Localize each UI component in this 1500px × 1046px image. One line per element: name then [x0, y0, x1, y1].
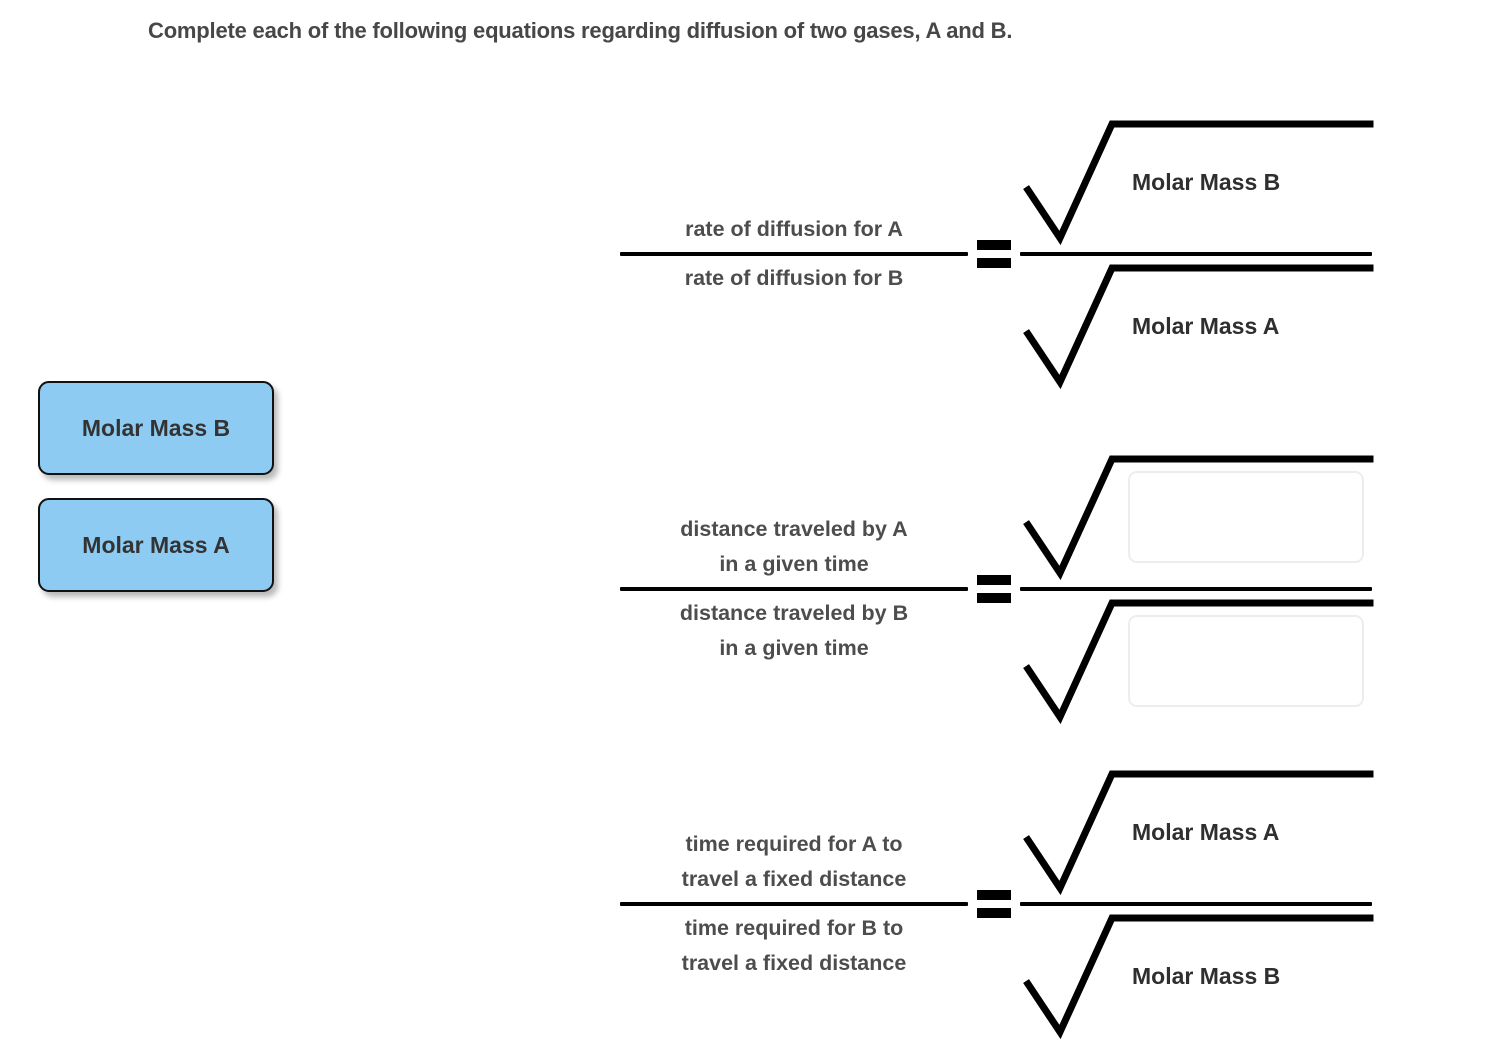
equation-time-required: time required for A to travel a fixed di… — [620, 762, 1374, 1046]
equals-bar-top — [977, 240, 1011, 250]
equals-bar-bottom — [977, 593, 1011, 603]
equation-2-denominator-radical — [1020, 591, 1374, 731]
equation-3-denominator-radicand: Molar Mass B — [1132, 962, 1281, 989]
equation-1-right-fraction-bar — [1020, 252, 1372, 256]
equation-distance-traveled: distance traveled by A in a given time d… — [620, 447, 1374, 731]
radical-sign-icon — [1023, 599, 1374, 725]
equation-2-right-fraction — [1020, 447, 1374, 731]
equation-1-numerator-radicand: Molar Mass B — [1132, 168, 1281, 195]
equation-1-numerator-radical: Molar Mass B — [1020, 112, 1374, 252]
equation-3-denominator-label: time required for B to travel a fixed di… — [681, 916, 907, 975]
equation-1-equals-sign — [968, 240, 1020, 268]
equation-2-denominator-dropzone[interactable] — [1128, 615, 1364, 707]
equation-2-numerator-radical — [1020, 447, 1374, 587]
equation-3-numerator-slot[interactable]: Molar Mass A — [1128, 762, 1368, 902]
equals-bar-top — [977, 890, 1011, 900]
radical-sign-icon — [1023, 264, 1374, 390]
equation-1-numerator-label: rate of diffusion for A — [685, 217, 903, 242]
equation-1-numerator-slot[interactable]: Molar Mass B — [1128, 112, 1368, 252]
draggable-tile-molar-mass-a[interactable]: Molar Mass A — [38, 498, 274, 592]
equation-1-left-fraction-bar — [620, 252, 968, 256]
equation-3-denominator-slot[interactable]: Molar Mass B — [1128, 906, 1368, 1046]
equation-2-equals-sign — [968, 575, 1020, 603]
radical-sign-icon — [1023, 770, 1374, 896]
equation-2-left-fraction-bar — [620, 587, 968, 591]
equation-3-denominator-radical: Molar Mass B — [1020, 906, 1374, 1046]
equation-rate-of-diffusion: rate of diffusion for A rate of diffusio… — [620, 112, 1374, 396]
equation-2-denominator-label: distance traveled by B in a given time — [679, 601, 909, 660]
equation-1-right-fraction: Molar Mass B Molar Mass A — [1020, 112, 1374, 396]
equation-3-right-fraction-bar — [1020, 902, 1372, 906]
equation-3-equals-sign — [968, 890, 1020, 918]
equation-1-denominator-radicand: Molar Mass A — [1132, 312, 1280, 339]
answer-tile-tray: Molar Mass B Molar Mass A — [38, 381, 278, 615]
equation-3-left-fraction: time required for A to travel a fixed di… — [620, 827, 968, 980]
equation-2-denominator-slot[interactable] — [1128, 591, 1368, 731]
draggable-tile-molar-mass-b[interactable]: Molar Mass B — [38, 381, 274, 475]
equation-2-numerator-slot[interactable] — [1128, 447, 1368, 587]
equation-2-right-fraction-bar — [1020, 587, 1372, 591]
equation-1-left-fraction: rate of diffusion for A rate of diffusio… — [620, 212, 968, 296]
equals-bar-bottom — [977, 908, 1011, 918]
equation-3-numerator-radical: Molar Mass A — [1020, 762, 1374, 902]
equals-bar-bottom — [977, 258, 1011, 268]
equation-3-right-fraction: Molar Mass A Molar Mass B — [1020, 762, 1374, 1046]
equation-1-denominator-radical: Molar Mass A — [1020, 256, 1374, 396]
equation-2-numerator-dropzone[interactable] — [1128, 471, 1364, 563]
equals-bar-top — [977, 575, 1011, 585]
equation-2-numerator-label: distance traveled by A in a given time — [680, 517, 908, 577]
equation-3-left-fraction-bar — [620, 902, 968, 906]
radical-sign-icon — [1023, 455, 1374, 581]
radical-sign-icon — [1023, 120, 1374, 246]
equation-3-numerator-radicand: Molar Mass A — [1132, 818, 1280, 845]
equation-2-left-fraction: distance traveled by A in a given time d… — [620, 512, 968, 665]
equation-1-denominator-slot[interactable]: Molar Mass A — [1128, 256, 1368, 396]
radical-sign-icon — [1023, 914, 1374, 1040]
equation-3-numerator-label: time required for A to travel a fixed di… — [681, 832, 907, 892]
page-title: Complete each of the following equations… — [148, 18, 1013, 43]
equation-1-denominator-label: rate of diffusion for B — [684, 266, 904, 290]
